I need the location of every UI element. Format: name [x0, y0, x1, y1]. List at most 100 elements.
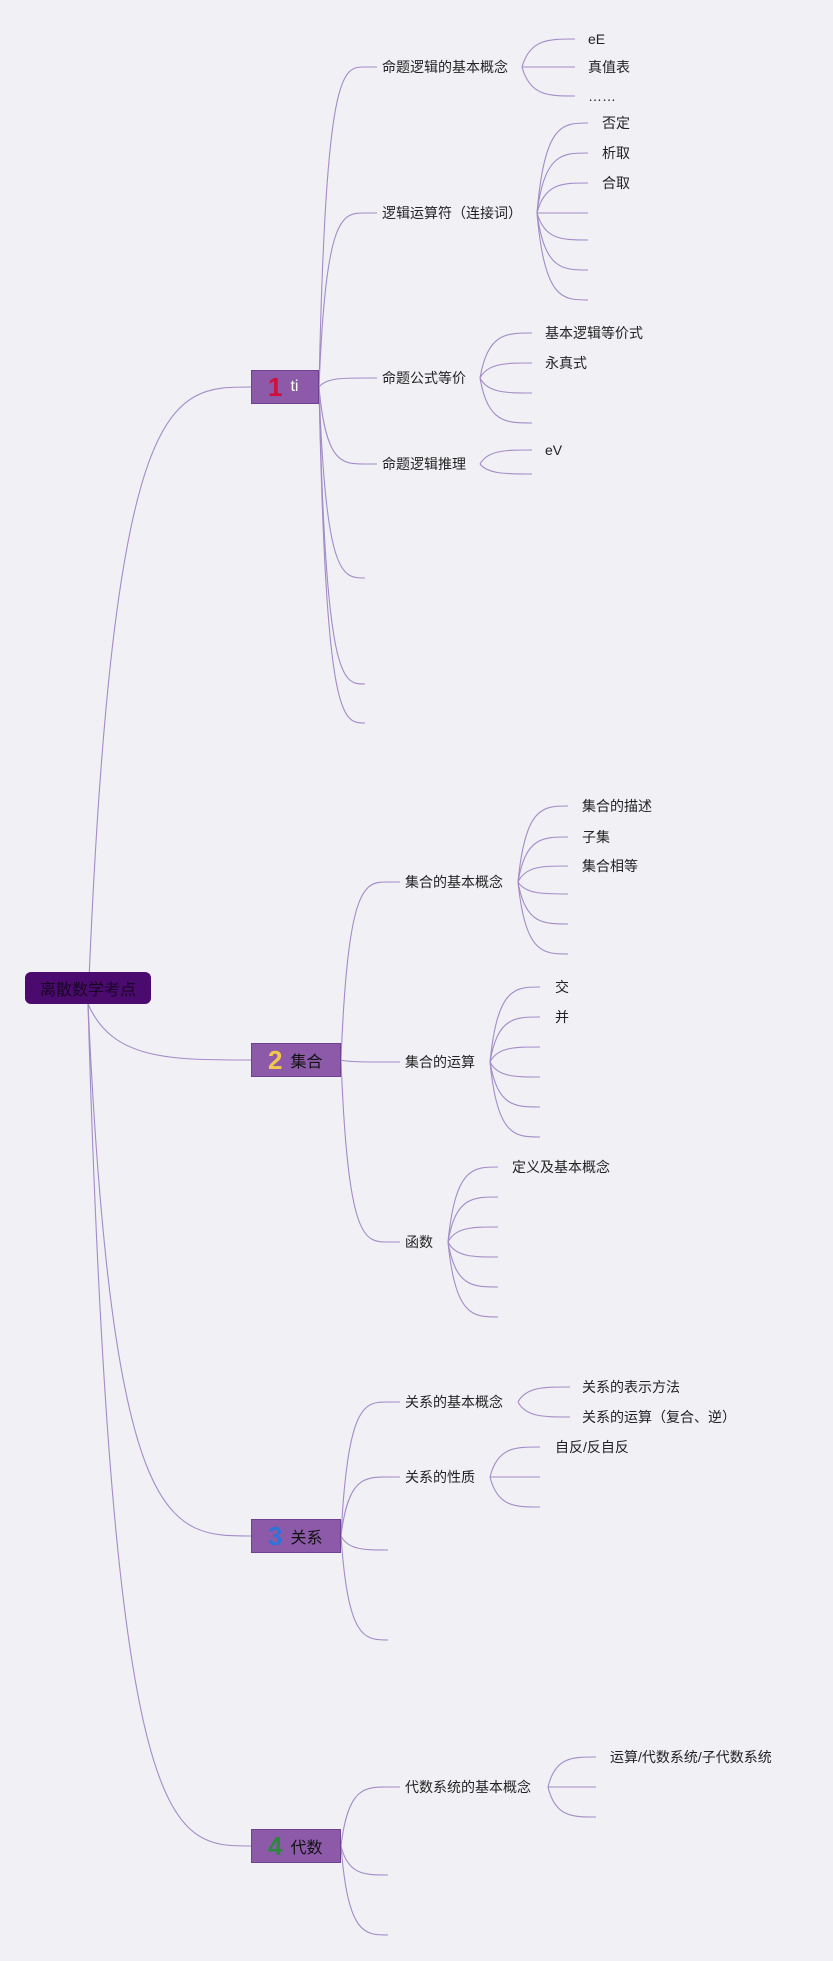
topic-node[interactable]: 代数系统的基本概念 [405, 1779, 531, 1795]
connector-line [517, 865, 569, 883]
connector-line [479, 332, 533, 379]
connector-line [489, 1446, 541, 1478]
connector-line [521, 66, 576, 97]
connector-line [517, 881, 569, 955]
connector-line [536, 122, 589, 214]
leaf-node[interactable]: 集合的描述 [582, 798, 652, 814]
branch-label-2: 集合 [290, 1054, 323, 1071]
connector-line [479, 377, 533, 424]
connector-line [517, 836, 569, 883]
connector-line [318, 386, 366, 579]
connector-line [340, 1059, 400, 1063]
connector-line [536, 212, 589, 271]
connector-line [479, 449, 533, 465]
connector-line [547, 1786, 597, 1818]
connector-line [318, 386, 366, 724]
topic-node[interactable]: 关系的基本概念 [405, 1394, 503, 1410]
topic-node[interactable]: 命题逻辑推理 [382, 456, 466, 472]
connector-line [517, 805, 569, 883]
branch-number-1: 1 [268, 372, 283, 402]
leaf-node[interactable]: 并 [555, 1009, 569, 1025]
connector-line [536, 182, 589, 214]
connector-line [87, 1003, 252, 1537]
root-node[interactable]: 离散数学考点 [25, 972, 151, 1004]
branch-label-4: 代数 [290, 1840, 323, 1857]
connector-line [447, 1241, 499, 1288]
connector-line [447, 1241, 499, 1318]
connector-line [479, 377, 533, 394]
leaf-node[interactable]: …… [588, 88, 616, 104]
connector-line [489, 986, 541, 1063]
connector-line [536, 212, 589, 301]
topic-node[interactable]: 逻辑运算符（连接词） [382, 205, 522, 221]
root-label: 离散数学考点 [39, 982, 136, 999]
connector-line [340, 1059, 400, 1243]
branch-node-2[interactable]: 2 集合 [251, 1043, 341, 1077]
connector-line [489, 1016, 541, 1063]
leaf-node[interactable]: 交 [555, 979, 569, 995]
topic-node[interactable]: 集合的基本概念 [405, 874, 503, 890]
connector-line [318, 212, 377, 388]
connector-line [547, 1756, 597, 1788]
topic-node[interactable]: 集合的运算 [405, 1054, 475, 1070]
connector-line [340, 881, 400, 1061]
leaf-node[interactable]: 自反/反自反 [555, 1439, 629, 1455]
leaf-node[interactable]: 基本逻辑等价式 [545, 325, 643, 341]
connector-line [517, 1401, 571, 1418]
connector-line [87, 1003, 252, 1061]
connector-line [318, 386, 377, 465]
leaf-node[interactable]: 关系的运算（复合、逆） [582, 1409, 736, 1425]
connector-line [318, 66, 377, 388]
connector-line [489, 1061, 541, 1138]
leaf-node[interactable]: 真值表 [588, 59, 630, 75]
connector-line [318, 377, 377, 388]
connector-line [447, 1226, 499, 1243]
connector-line [447, 1166, 499, 1243]
leaf-node[interactable]: 关系的表示方法 [582, 1379, 680, 1395]
topic-node[interactable]: 命题逻辑的基本概念 [382, 59, 508, 75]
branch-number-4: 4 [268, 1831, 283, 1861]
connector-line [340, 1401, 400, 1537]
leaf-node[interactable]: eE [588, 31, 606, 47]
connector-line [87, 1003, 252, 1847]
connector-line [340, 1535, 389, 1551]
connector-line [340, 1845, 389, 1876]
topic-node[interactable]: 函数 [405, 1234, 433, 1250]
connector-line [489, 1061, 541, 1108]
branch-node-3[interactable]: 3 关系 [251, 1519, 341, 1553]
leaf-node[interactable]: 合取 [602, 175, 630, 191]
branch-label-1: ti [290, 378, 299, 395]
branch-number-3: 3 [268, 1521, 283, 1551]
connector-line [340, 1535, 389, 1641]
connector-line [479, 463, 533, 475]
leaf-node[interactable]: 子集 [582, 829, 610, 845]
connector-line [517, 881, 569, 925]
connector-line [536, 152, 589, 214]
branch-node-4[interactable]: 4 代数 [251, 1829, 341, 1863]
leaf-node[interactable]: eV [545, 442, 563, 458]
connector-line [521, 38, 576, 68]
leaf-node[interactable]: 永真式 [545, 355, 587, 371]
leaf-node[interactable]: 定义及基本概念 [512, 1159, 610, 1175]
connector-line [447, 1241, 499, 1258]
connector-line [340, 1786, 400, 1847]
connector-line [340, 1476, 400, 1537]
connector-line [489, 1061, 541, 1078]
branch-node-1[interactable]: 1 ti [251, 370, 319, 404]
leaf-node[interactable]: 否定 [602, 115, 630, 131]
leaf-node[interactable]: 析取 [602, 145, 630, 161]
connector-line [479, 362, 533, 379]
connector-line [87, 386, 252, 1005]
connector-line [517, 1386, 571, 1403]
leaf-node[interactable]: 集合相等 [582, 858, 638, 874]
connector-line [517, 881, 569, 895]
topic-node[interactable]: 命题公式等价 [382, 370, 466, 386]
connector-line [447, 1196, 499, 1243]
topic-node[interactable]: 关系的性质 [405, 1469, 475, 1485]
connector-line [536, 212, 589, 241]
connector-line [489, 1476, 541, 1508]
branch-number-2: 2 [268, 1045, 283, 1075]
leaf-node[interactable]: 运算/代数系统/子代数系统 [610, 1749, 772, 1765]
connector-line [340, 1845, 389, 1936]
